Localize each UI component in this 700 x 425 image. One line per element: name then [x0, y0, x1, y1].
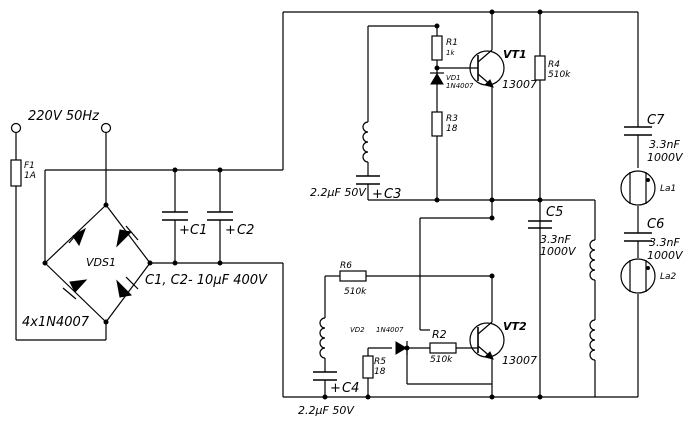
label-vd1: VD1 [446, 74, 461, 82]
label-mains: 220V 50Hz [28, 109, 100, 124]
resistor-r2 [429, 342, 457, 354]
dc-rails [44, 11, 638, 398]
label-c2-plus: + [225, 223, 236, 238]
label-fuse-name: F1 [24, 161, 35, 171]
label-c4-value: 2.2μF 50V [298, 404, 355, 417]
label-bridge: VDS1 [86, 256, 116, 269]
bridge-diode-tl [68, 227, 86, 247]
lamp-la2 [620, 258, 656, 294]
label-la2: La2 [660, 272, 677, 282]
label-r4-value: 510k [548, 70, 571, 80]
winding-output-1 [589, 239, 596, 281]
label-c5-value2: 1000V [540, 245, 577, 258]
label-vd2: VD2 [350, 326, 365, 334]
label-c7: C7 [647, 113, 665, 128]
label-r6-value: 510k [344, 287, 367, 297]
resistor-r4 [534, 55, 546, 81]
label-la1: La1 [660, 184, 676, 194]
label-c1: C1 [190, 223, 207, 238]
label-c1-plus: + [179, 223, 190, 238]
label-c7-value1: 3.3nF [649, 138, 680, 151]
label-c7-value2: 1000V [647, 151, 684, 164]
label-r2: R2 [432, 328, 447, 341]
resistor-r5 [362, 355, 374, 379]
label-c1c2-value: C1, C2- 10μF 400V [145, 273, 268, 288]
label-vd1-value: 1N4007 [446, 82, 474, 90]
output-stage [537, 12, 656, 400]
label-vt2: VT2 [503, 320, 527, 333]
label-c5: C5 [546, 205, 563, 220]
label-r5-value: 18 [374, 367, 386, 377]
diode-vd2 [395, 341, 407, 355]
lower-driver [313, 270, 505, 400]
fuse-f1 [10, 159, 22, 187]
label-vt1: VT1 [503, 48, 527, 61]
label-r2-value: 510k [430, 355, 453, 365]
resistor-r6 [339, 270, 367, 282]
label-r5: R5 [374, 357, 386, 367]
resistor-r3 [431, 111, 443, 137]
label-c6: C6 [647, 217, 664, 232]
winding-output-2 [589, 319, 596, 361]
label-r1-value: 1k [446, 49, 455, 57]
winding-upper-base [362, 121, 369, 163]
transistor-vt2 [469, 276, 505, 397]
label-c6-value1: 3.3nF [649, 236, 680, 249]
label-r1: R1 [446, 38, 458, 48]
label-bridge-diodes: 4x1N4007 [22, 315, 90, 330]
label-r6: R6 [340, 261, 352, 271]
label-c3-plus: + [372, 187, 383, 202]
label-c5-value1: 3.3nF [540, 233, 571, 246]
label-c2: C2 [237, 223, 254, 238]
label-r3-value: 18 [446, 124, 458, 134]
upper-driver [356, 9, 540, 218]
label-c3-value: 2.2μF 50V [310, 186, 367, 199]
bridge-diode-br [116, 276, 139, 298]
bridge-diode-bl [62, 279, 88, 300]
label-r3: R3 [446, 114, 458, 124]
label-vt2-value: 13007 [502, 354, 537, 367]
diode-vd1 [430, 73, 444, 85]
midpoint-network [419, 9, 595, 397]
label-vt1-value: 13007 [502, 78, 537, 91]
winding-lower-base [319, 317, 326, 359]
label-c4: C4 [342, 381, 359, 396]
label-vd2-value: 1N4007 [376, 326, 404, 334]
transistor-vt1 [437, 12, 505, 218]
label-c4-plus: + [330, 381, 341, 396]
lamp-la1 [620, 170, 656, 206]
bridge-rectifier [42, 202, 153, 340]
resistor-r1 [431, 35, 443, 61]
label-r4: R4 [548, 60, 560, 70]
label-c3: C3 [384, 187, 401, 202]
mains-input [10, 122, 112, 341]
labels: 220V 50Hz F1 1A VDS1 4x1N4007 + C1 + C2 … [22, 38, 684, 417]
bridge-diode-tr [116, 225, 139, 248]
label-c6-value2: 1000V [647, 249, 684, 262]
label-fuse-value: 1A [24, 171, 36, 181]
